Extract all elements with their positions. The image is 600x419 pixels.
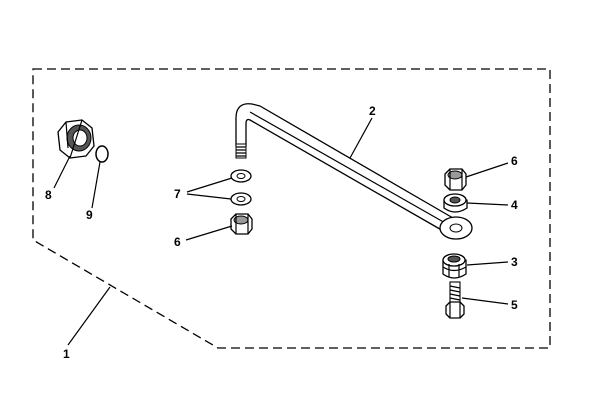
leader-3 [466, 261, 509, 266]
callout-7: 7 [174, 187, 181, 201]
rod-threaded-end [235, 143, 247, 159]
rod-eye-end [439, 216, 473, 240]
leader-6-right [465, 162, 509, 178]
kit-boundary [32, 68, 551, 349]
bolt [445, 281, 465, 319]
callout-5: 5 [511, 298, 518, 312]
callout-6-left: 6 [174, 235, 181, 249]
leader-5 [461, 297, 509, 305]
cap-nut [57, 119, 95, 159]
leader-6-left [185, 225, 233, 241]
washer-lower [230, 192, 252, 206]
callout-9: 9 [86, 208, 93, 222]
callout-1: 1 [63, 347, 70, 361]
bushing [443, 193, 468, 213]
washer-upper [230, 169, 252, 183]
locknut-right [444, 168, 467, 191]
o-ring [95, 145, 109, 163]
leader-lines [53, 117, 509, 346]
leader-7b [186, 193, 232, 200]
leader-2 [349, 117, 373, 159]
callout-2: 2 [369, 104, 376, 118]
leader-4 [466, 202, 509, 206]
callout-6-right: 6 [511, 154, 518, 168]
callout-3: 3 [511, 255, 518, 269]
leader-7a [186, 177, 233, 193]
callout-4: 4 [511, 198, 518, 212]
leader-9 [91, 161, 101, 209]
leader-1 [67, 286, 111, 346]
link-rod [235, 103, 473, 240]
leader-8 [53, 155, 71, 189]
callout-8: 8 [45, 188, 52, 202]
collar-nut [442, 253, 467, 279]
locknut-left [230, 213, 253, 235]
